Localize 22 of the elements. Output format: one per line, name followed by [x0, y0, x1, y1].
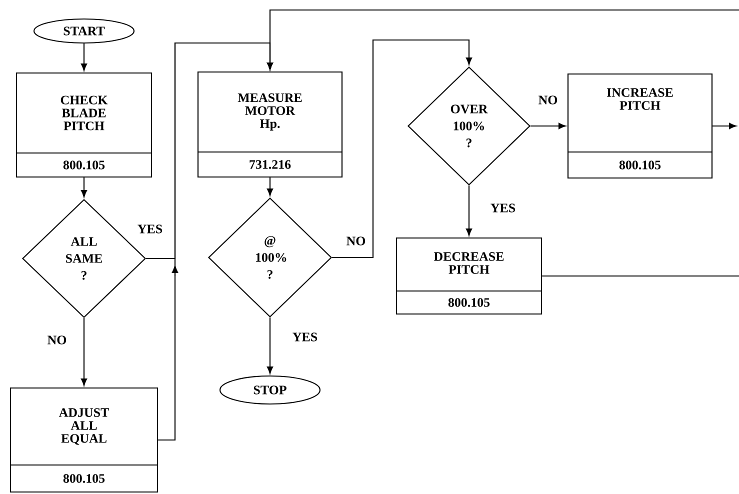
- arrow: [332, 39, 472, 258]
- edge-label: YES: [489, 202, 517, 214]
- arrow: [80, 44, 88, 71]
- process-box: DECREASE PITCH 800.105: [396, 237, 542, 315]
- arrow: [80, 318, 88, 386]
- edge-label: NO: [345, 236, 367, 246]
- arrow: [466, 186, 472, 236]
- arrow: [712, 122, 736, 130]
- process-box: INCREASE PITCH 800.105: [567, 73, 713, 179]
- process-box: CHECK BLADE PITCH 800.105: [16, 72, 152, 178]
- edge-label: NO: [46, 334, 68, 346]
- arrow: [266, 318, 274, 374]
- terminal-oval: STOP: [219, 375, 321, 405]
- edge-label: YES: [291, 332, 319, 342]
- arrow: [266, 178, 274, 196]
- process-box: ADJUST ALL EQUAL 800.105: [10, 387, 158, 493]
- arrow: [530, 122, 566, 130]
- process-box: MEASURE MOTOR Hp. 731.216: [197, 71, 343, 178]
- arrow: [266, 9, 739, 70]
- edge-label: NO: [537, 94, 559, 106]
- terminal-oval: START: [33, 18, 135, 44]
- arrow: [80, 178, 88, 198]
